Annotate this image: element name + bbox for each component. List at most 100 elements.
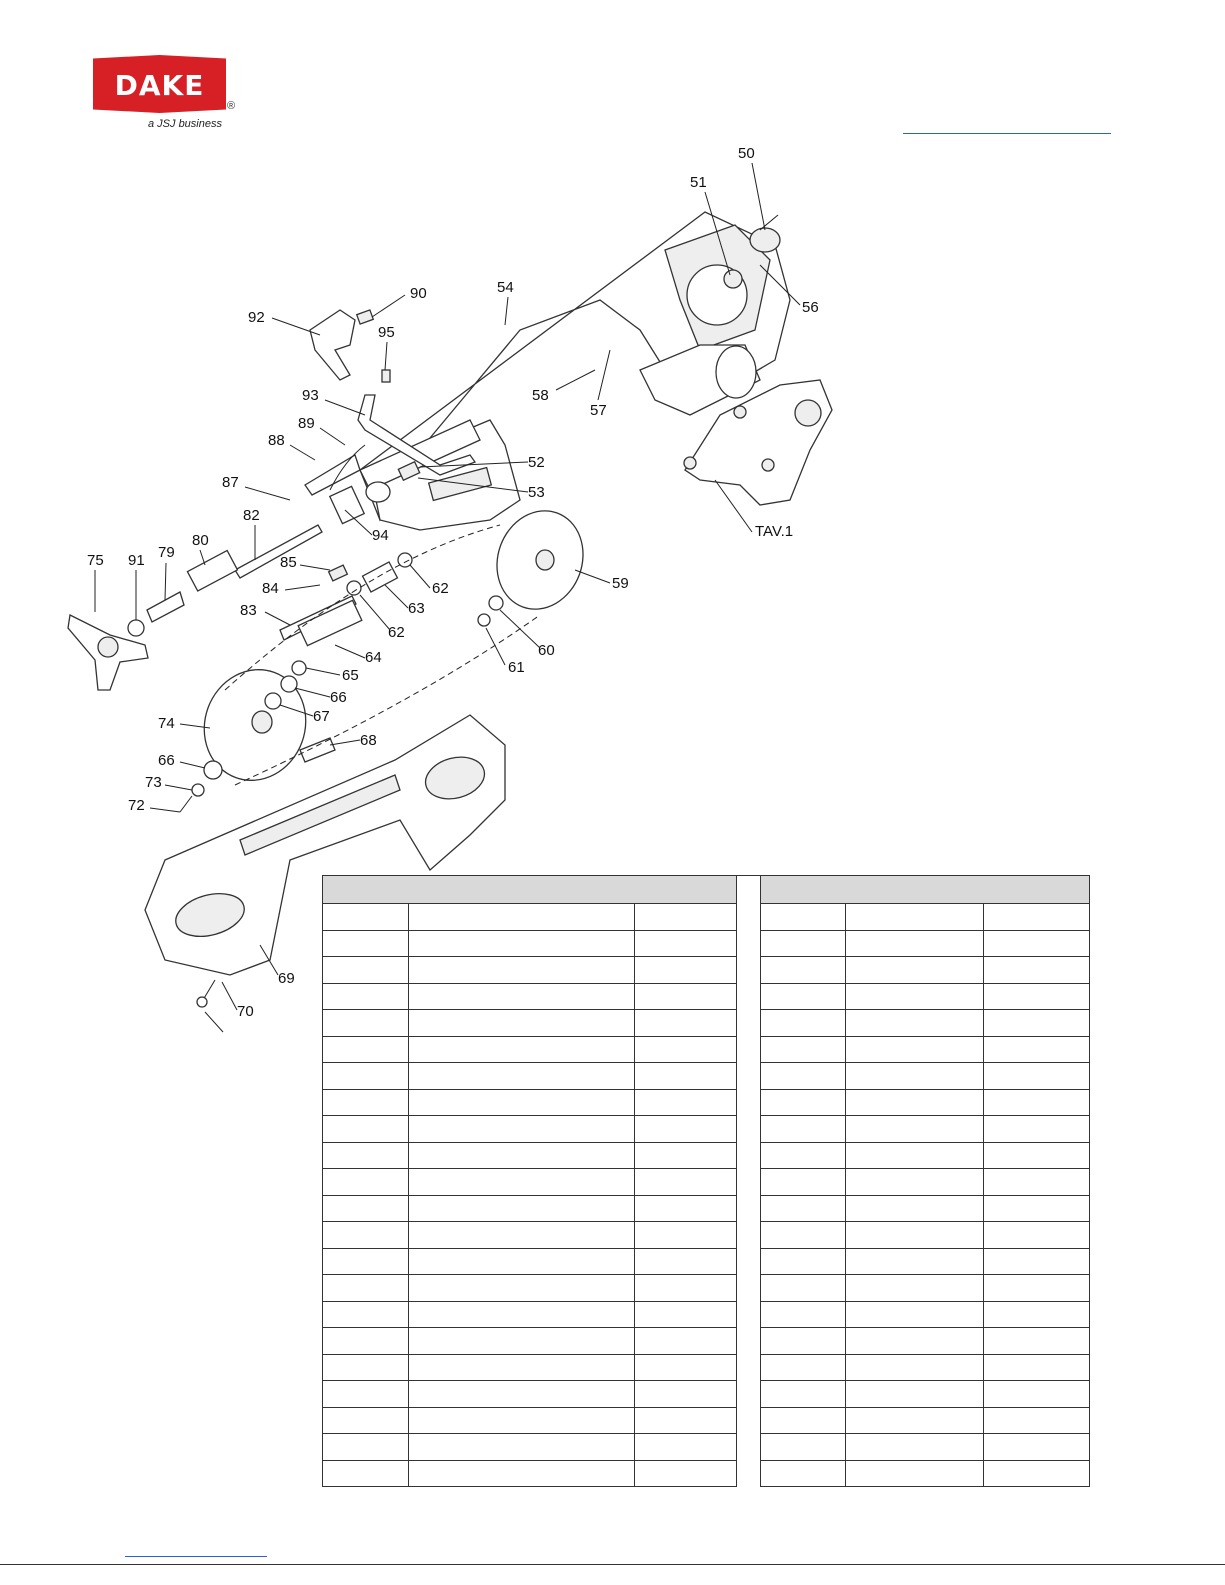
table-cell	[322, 1380, 409, 1408]
table-cell	[983, 1062, 1090, 1090]
table-cell	[760, 1459, 846, 1487]
table-cell	[760, 1062, 846, 1090]
table-cell	[760, 1009, 846, 1037]
table-cell	[760, 929, 846, 957]
svg-text:87: 87	[222, 474, 239, 491]
table-cell	[634, 1406, 737, 1434]
table-gap-cell	[736, 903, 761, 930]
table-cell	[634, 1459, 737, 1487]
table-cell	[634, 982, 737, 1010]
table-row	[322, 1380, 1090, 1408]
table-cell	[760, 1274, 846, 1302]
table-gap-cell	[736, 1089, 761, 1116]
table-cell	[408, 1433, 635, 1461]
table-gap-cell	[736, 1142, 761, 1169]
table-cell	[408, 1380, 635, 1408]
footer-link-underline[interactable]	[125, 1556, 267, 1557]
table-cell	[983, 1247, 1090, 1275]
table-cell	[760, 1194, 846, 1222]
table-cell	[634, 1300, 737, 1328]
table-cell	[845, 1406, 984, 1434]
table-row	[322, 1194, 1090, 1222]
table-row	[322, 1406, 1090, 1434]
table-cell	[634, 956, 737, 984]
table-cell	[634, 1035, 737, 1063]
table-cell	[845, 982, 984, 1010]
table-cell	[408, 1062, 635, 1090]
table-cell	[634, 1088, 737, 1116]
table-cell	[760, 1168, 846, 1196]
svg-text:66: 66	[158, 752, 175, 769]
table-cell	[760, 956, 846, 984]
table-row	[322, 1009, 1090, 1037]
table-cell	[983, 956, 1090, 984]
table-gap-cell	[736, 1036, 761, 1063]
table-gap-cell	[736, 1354, 761, 1381]
table-cell	[983, 1327, 1090, 1355]
table-row	[322, 1115, 1090, 1143]
table-cell	[322, 1062, 409, 1090]
table-cell	[322, 1088, 409, 1116]
svg-text:90: 90	[410, 285, 427, 302]
svg-text:66: 66	[330, 689, 347, 706]
table-cell	[845, 1009, 984, 1037]
svg-text:50: 50	[738, 145, 755, 162]
table-cell	[983, 929, 1090, 957]
table-cell	[322, 903, 409, 931]
table-row	[322, 929, 1090, 957]
table-cell	[845, 1247, 984, 1275]
table-cell	[983, 1141, 1090, 1169]
table-row	[322, 1274, 1090, 1302]
table-gap-cell	[736, 1248, 761, 1275]
table-cell	[634, 1168, 737, 1196]
svg-text:61: 61	[508, 659, 525, 676]
table-cell	[322, 956, 409, 984]
table-cell	[322, 929, 409, 957]
svg-text:54: 54	[497, 279, 514, 296]
table-cell	[983, 1459, 1090, 1487]
footer-rule	[0, 1564, 1225, 1565]
table-cell	[760, 1035, 846, 1063]
svg-text:52: 52	[528, 454, 545, 471]
table-cell	[634, 1433, 737, 1461]
header-link-underline[interactable]	[903, 133, 1111, 134]
svg-text:85: 85	[280, 554, 297, 571]
table-row	[322, 1221, 1090, 1249]
table-cell	[408, 1035, 635, 1063]
svg-text:89: 89	[298, 415, 315, 432]
table-cell	[408, 929, 635, 957]
table-row	[322, 1062, 1090, 1090]
table-cell	[408, 1221, 635, 1249]
table-cell	[408, 1353, 635, 1381]
table-cell	[983, 1380, 1090, 1408]
svg-text:58: 58	[532, 387, 549, 404]
table-cell	[983, 1168, 1090, 1196]
svg-text:59: 59	[612, 575, 629, 592]
table-cell	[760, 903, 846, 931]
table-gap-cell	[736, 956, 761, 983]
table-cell	[322, 1194, 409, 1222]
table-cell	[760, 1141, 846, 1169]
table-cell	[408, 1088, 635, 1116]
svg-text:75: 75	[87, 552, 104, 569]
table-cell	[408, 1406, 635, 1434]
table-row	[322, 1035, 1090, 1063]
svg-text:95: 95	[378, 324, 395, 341]
table-gap-cell	[736, 1274, 761, 1301]
table-cell	[408, 1459, 635, 1487]
table-cell	[634, 1062, 737, 1090]
svg-text:70: 70	[237, 1003, 254, 1020]
table-cell	[322, 1221, 409, 1249]
table-cell	[408, 1009, 635, 1037]
dake-logo: DAKE ® a JSJ business	[93, 55, 243, 135]
svg-text:57: 57	[590, 402, 607, 419]
table-cell	[845, 1459, 984, 1487]
table-cell	[845, 1141, 984, 1169]
table-gap-cell	[736, 1062, 761, 1089]
table-cell	[760, 1433, 846, 1461]
table-cell	[845, 956, 984, 984]
table-cell	[983, 1221, 1090, 1249]
svg-text:63: 63	[408, 600, 425, 617]
table-row	[322, 1168, 1090, 1196]
table-gap-cell	[736, 1380, 761, 1407]
